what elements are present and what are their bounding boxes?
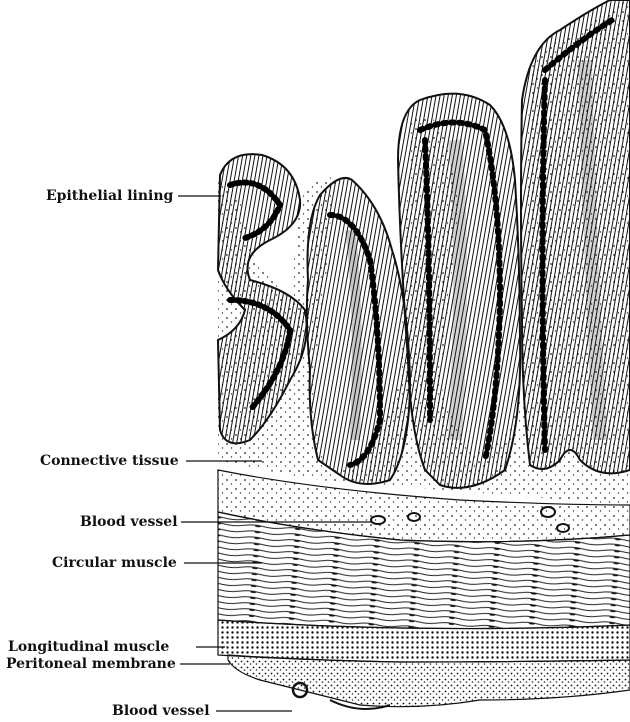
label-peritoneal-membrane: Peritoneal membrane xyxy=(6,656,176,672)
label-epithelial-lining: Epithelial lining xyxy=(46,188,173,204)
label-connective-tissue: Connective tissue xyxy=(40,453,179,469)
peritoneal-membrane-layer xyxy=(228,655,630,707)
label-blood-vessel-lower: Blood vessel xyxy=(112,703,210,719)
label-circular-muscle: Circular muscle xyxy=(52,555,177,571)
villus-4 xyxy=(521,0,630,473)
label-longitudinal-muscle: Longitudinal muscle xyxy=(8,639,169,655)
label-blood-vessel-upper: Blood vessel xyxy=(80,514,178,530)
